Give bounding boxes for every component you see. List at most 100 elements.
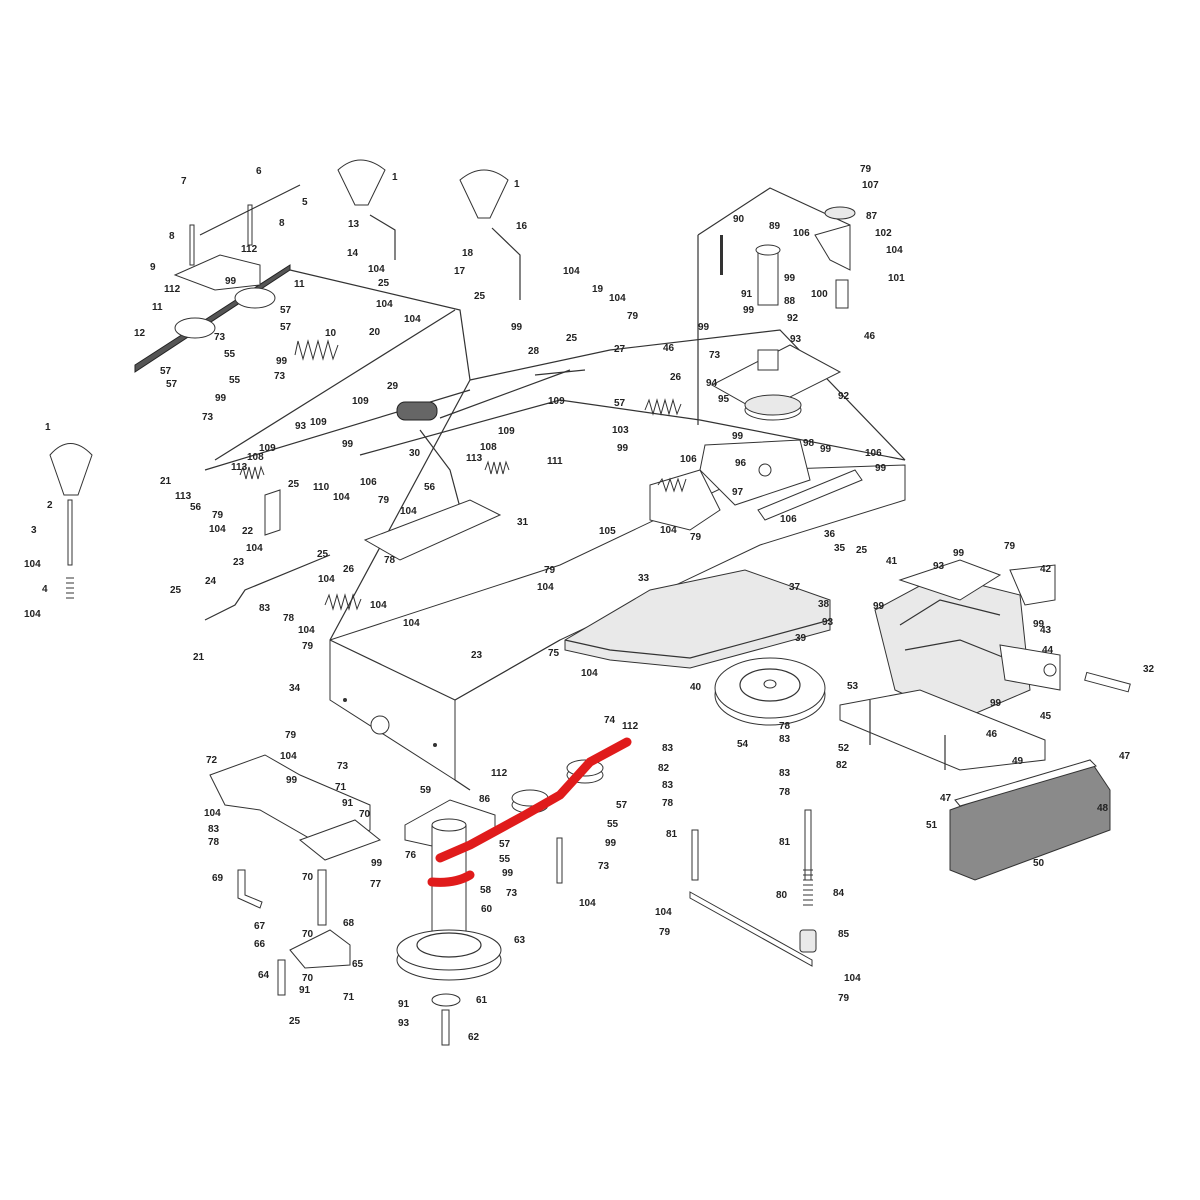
- part-label: 99: [873, 601, 885, 612]
- part-label: 43: [1040, 625, 1052, 636]
- part-label: 83: [662, 780, 674, 791]
- part-label: 105: [599, 526, 616, 537]
- mid-left-linkage: [204, 369, 682, 621]
- part-label: 81: [779, 837, 791, 848]
- part-label: 9: [150, 262, 156, 273]
- part-label: 78: [384, 555, 396, 566]
- part-label: 91: [741, 289, 753, 300]
- part-label: 36: [824, 529, 836, 540]
- part-label: 25: [378, 278, 390, 289]
- part-label: 99: [502, 868, 514, 879]
- part-label: 93: [295, 421, 307, 432]
- part-label: 93: [790, 334, 802, 345]
- part-label: 73: [274, 371, 286, 382]
- part-label: 70: [302, 872, 314, 883]
- part-label: 104: [563, 266, 580, 277]
- mounting-bracket: [839, 689, 1046, 771]
- part-label: 83: [779, 768, 791, 779]
- part-label: 94: [706, 378, 718, 389]
- part-label: 83: [779, 734, 791, 745]
- part-number-labels: 1112345678891011111213141617181920212122…: [24, 164, 1155, 1043]
- part-label: 21: [193, 652, 205, 663]
- part-label: 37: [789, 582, 801, 593]
- part-label: 113: [466, 453, 483, 464]
- part-label: 99: [990, 698, 1002, 709]
- part-label: 113: [231, 462, 248, 473]
- part-label: 104: [24, 559, 41, 570]
- part-label: 78: [208, 837, 220, 848]
- part-label: 85: [838, 929, 850, 940]
- part-label: 34: [289, 683, 301, 694]
- part-label: 25: [170, 585, 182, 596]
- pulley-40: [714, 657, 826, 726]
- part-label: 99: [732, 431, 744, 442]
- part-label: 46: [663, 343, 675, 354]
- part-label: 104: [376, 299, 393, 310]
- part-label: 29: [387, 381, 399, 392]
- part-label: 73: [709, 350, 721, 361]
- pulley-bracket-assembly: [697, 187, 856, 425]
- handle-assembly: [363, 369, 571, 561]
- part-label: 90: [733, 214, 745, 225]
- part-label: 107: [862, 180, 879, 191]
- part-label: 106: [680, 454, 697, 465]
- part-label: 82: [836, 760, 848, 771]
- part-label: 47: [1119, 751, 1131, 762]
- control-levers: [49, 159, 521, 599]
- part-label: 53: [847, 681, 859, 692]
- part-label: 91: [342, 798, 354, 809]
- part-label: 112: [491, 768, 508, 779]
- part-label: 104: [368, 264, 385, 275]
- part-label: 25: [289, 1016, 301, 1027]
- part-label: 47: [940, 793, 952, 804]
- part-label: 79: [285, 730, 297, 741]
- part-label: 7: [181, 176, 187, 187]
- part-label: 55: [224, 349, 236, 360]
- part-label: 104: [370, 600, 387, 611]
- part-label: 104: [318, 574, 335, 585]
- part-label: 57: [280, 322, 292, 333]
- part-label: 35: [834, 543, 846, 554]
- part-label: 95: [718, 394, 730, 405]
- part-label: 83: [662, 743, 674, 754]
- part-label: 45: [1040, 711, 1052, 722]
- upper-left-linkage: [134, 184, 471, 471]
- part-label: 66: [254, 939, 266, 950]
- part-label: 106: [793, 228, 810, 239]
- part-label: 86: [479, 794, 491, 805]
- part-label: 104: [280, 751, 297, 762]
- part-label: 38: [818, 599, 830, 610]
- part-label: 110: [313, 482, 330, 493]
- part-label: 82: [658, 763, 670, 774]
- part-label: 57: [160, 366, 172, 377]
- part-label: 75: [548, 648, 560, 659]
- part-label: 79: [659, 927, 671, 938]
- part-label: 71: [335, 782, 347, 793]
- part-label: 67: [254, 921, 266, 932]
- part-label: 28: [528, 346, 540, 357]
- part-label: 99: [743, 305, 755, 316]
- part-label: 109: [310, 417, 327, 428]
- part-label: 104: [404, 314, 421, 325]
- part-label: 108: [247, 452, 264, 463]
- part-label: 79: [860, 164, 872, 175]
- part-label: 5: [302, 197, 308, 208]
- part-label: 93: [398, 1018, 410, 1029]
- part-label: 26: [343, 564, 355, 575]
- part-label: 65: [352, 959, 364, 970]
- part-label: 89: [769, 221, 781, 232]
- part-label: 99: [784, 273, 796, 284]
- part-label: 4: [42, 584, 48, 595]
- part-label: 23: [471, 650, 483, 661]
- part-label: 10: [325, 328, 337, 339]
- part-label: 25: [288, 479, 300, 490]
- part-label: 77: [370, 879, 382, 890]
- part-label: 61: [476, 995, 488, 1006]
- part-label: 70: [302, 973, 314, 984]
- part-label: 25: [317, 549, 329, 560]
- part-label: 25: [856, 545, 868, 556]
- part-label: 111: [547, 456, 563, 467]
- drive-belt-highlighted: [427, 737, 632, 887]
- part-label: 106: [780, 514, 797, 525]
- part-label: 23: [233, 557, 245, 568]
